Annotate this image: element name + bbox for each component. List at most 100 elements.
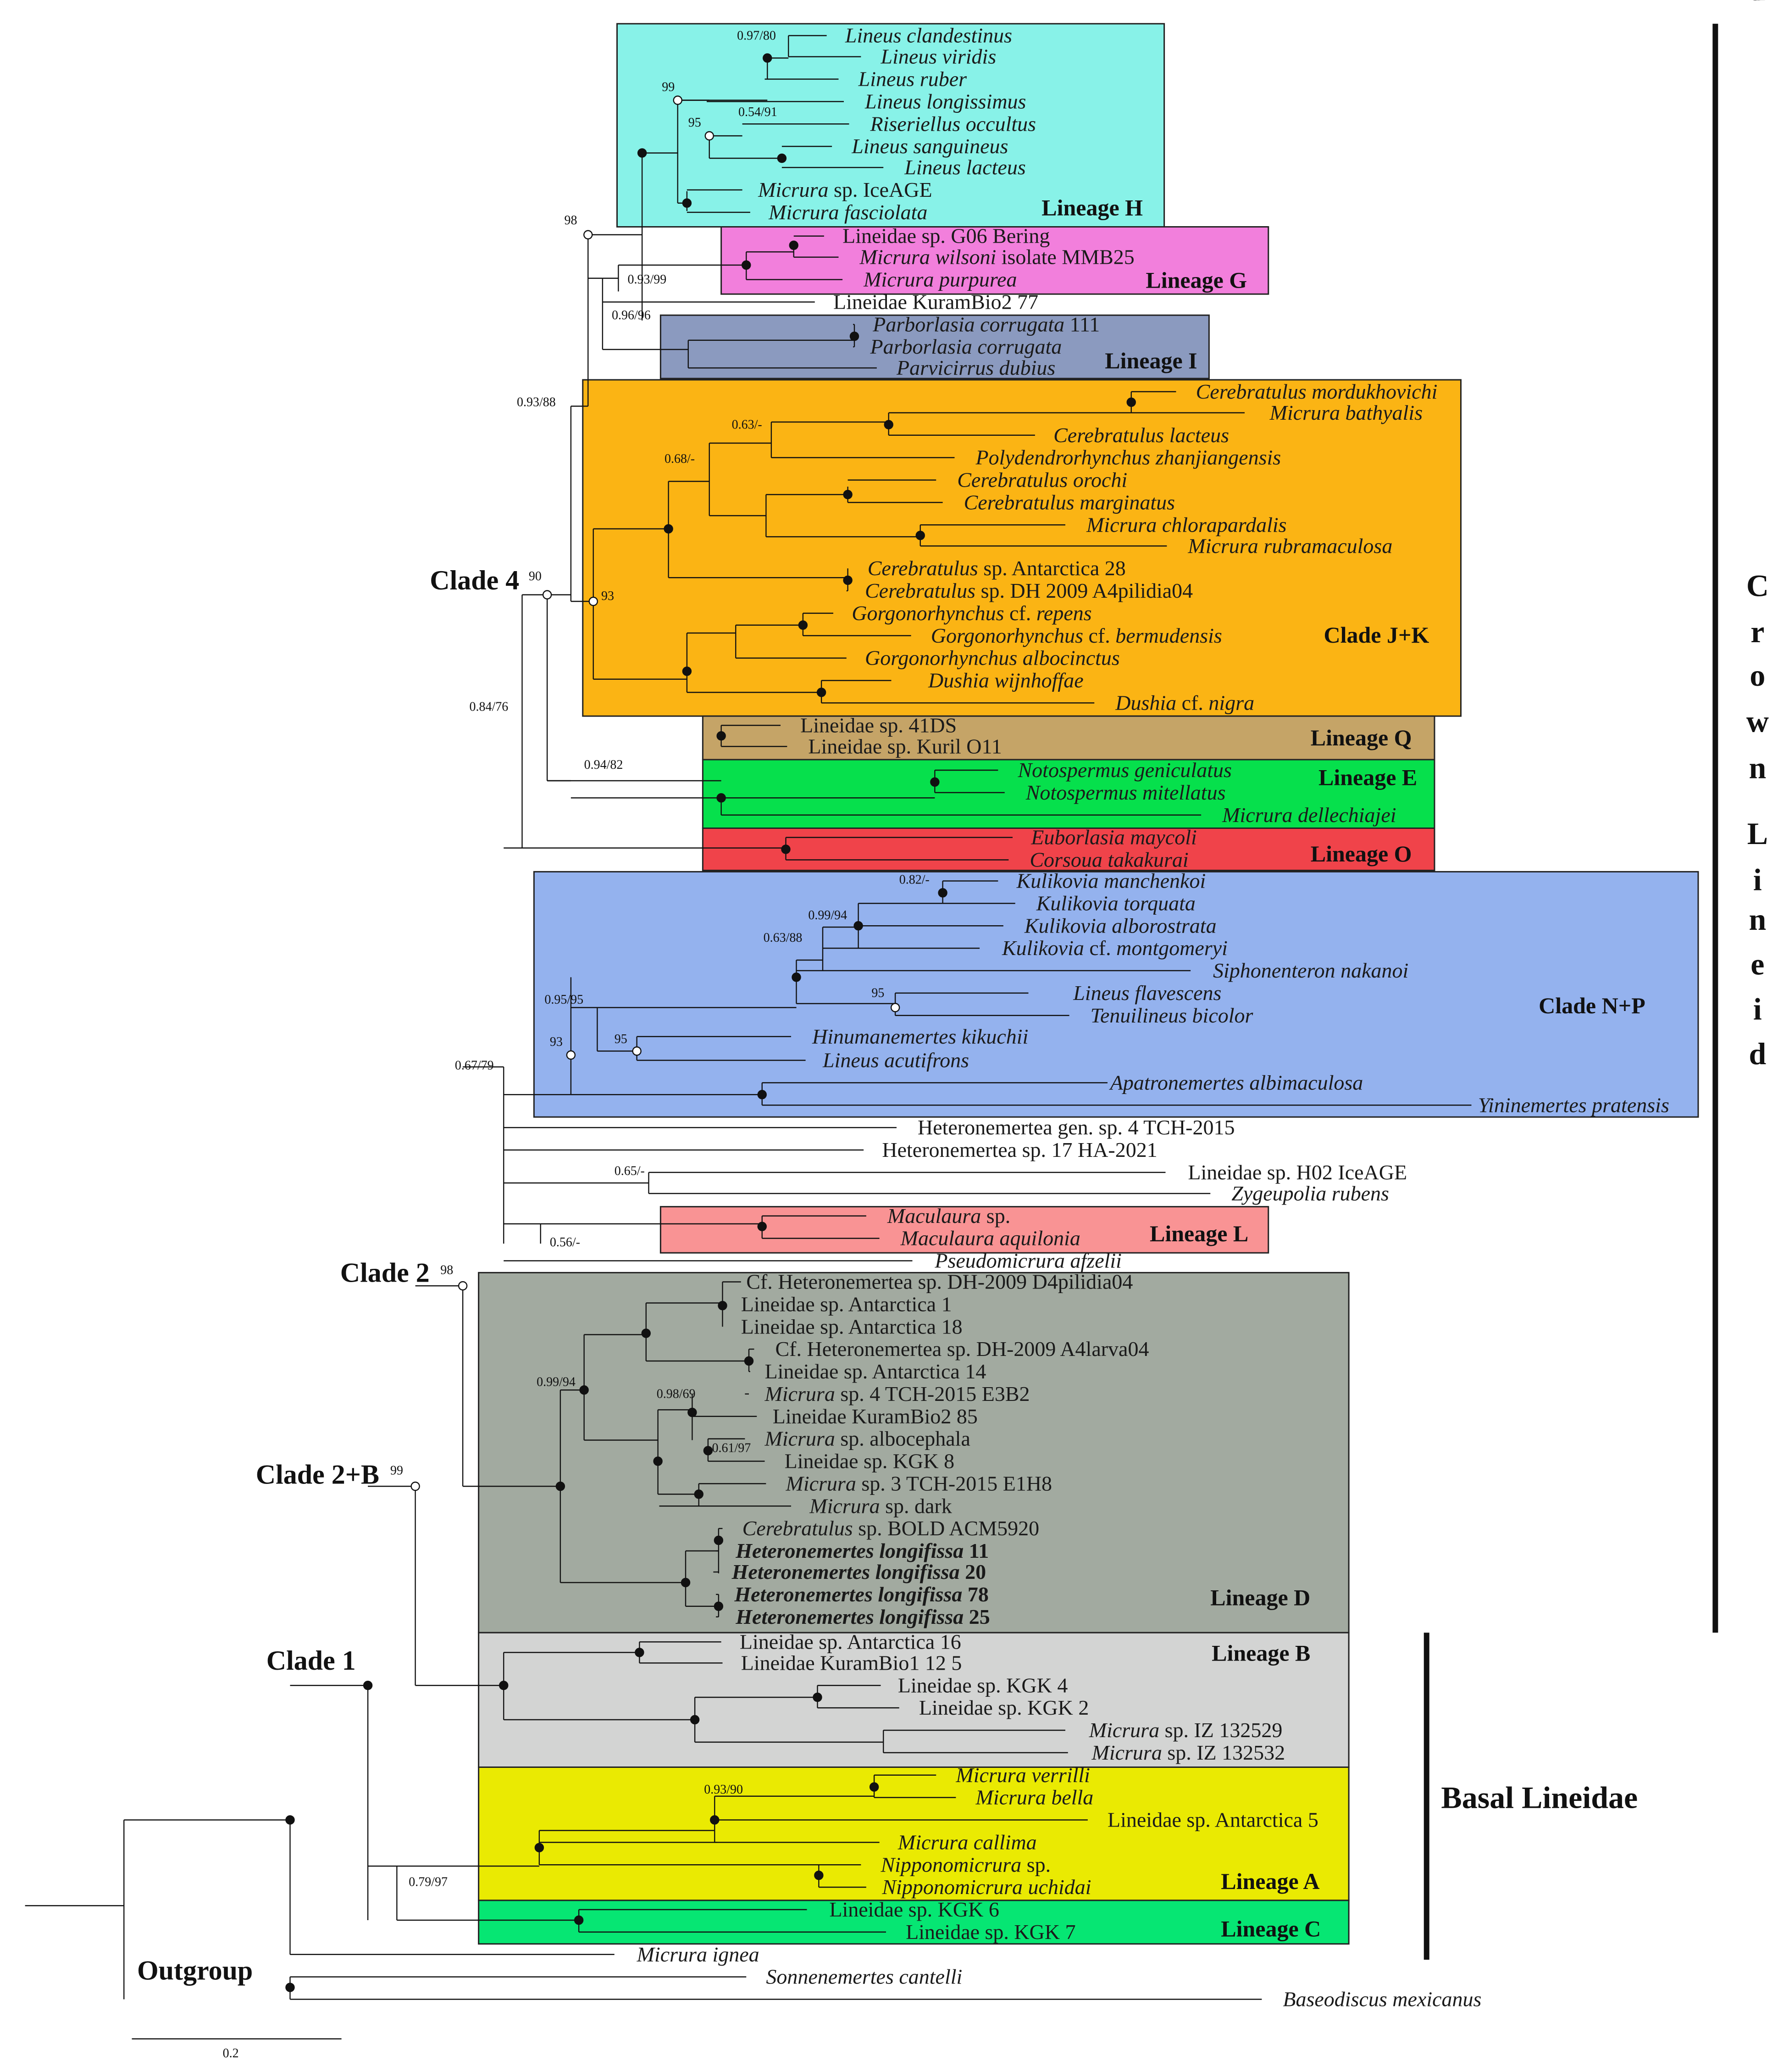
taxon-label: Lineus lacteus [904, 156, 1025, 179]
taxon-label: Gorgonorhynchus albocinctus [865, 646, 1120, 670]
support-value: 0.97/80 [737, 28, 776, 43]
support-value: 99 [390, 1463, 403, 1478]
node-marker [682, 198, 692, 208]
taxon-label: Heteronemertes longifissa 20 [731, 1560, 986, 1583]
support-value: 0.63/- [732, 417, 762, 432]
node-marker [641, 1328, 651, 1338]
node-marker [579, 1385, 589, 1395]
crown-lineidae-letter: d [1749, 1036, 1766, 1071]
group-box-lineage-e [702, 759, 1435, 829]
node-marker [798, 620, 808, 630]
taxon-label: Baseodiscus mexicanus [1283, 1988, 1481, 2011]
node-marker [757, 1222, 767, 1231]
node-marker [714, 1601, 724, 1611]
group-label: Clade N+P [1539, 993, 1645, 1018]
crown-lineidae-letter: e [1750, 947, 1764, 982]
taxon-label: Lineidae sp. Antarctica 18 [741, 1315, 963, 1338]
taxon-label: Riseriellus occultus [870, 112, 1036, 135]
group-label: Lineage D [1210, 1585, 1310, 1611]
crown-lineidae-letter: e [1750, 0, 1764, 7]
node-marker [816, 688, 826, 697]
taxon-label: Lineidae sp. KGK 6 [829, 1898, 999, 1921]
support-value: 0.65/- [615, 1164, 645, 1178]
node-marker [1126, 397, 1136, 407]
taxon-label: Polydendrorhynchus zhanjiangensis [975, 446, 1281, 469]
support-value: 0.67/79 [455, 1059, 494, 1073]
group-label: Clade J+K [1324, 622, 1429, 648]
support-value: 95 [871, 986, 884, 1000]
node-marker [499, 1681, 509, 1690]
node-marker [285, 1815, 295, 1825]
support-value: 0.98/69 [657, 1387, 696, 1401]
node-marker [884, 420, 893, 429]
taxon-label: Micrura chlorapardalis [1086, 513, 1287, 536]
node-marker [673, 95, 682, 105]
support-value: 98 [440, 1263, 453, 1277]
group-box-lineage-b [478, 1632, 1350, 1768]
node-marker [710, 1815, 720, 1825]
support-value: 0.68/- [665, 452, 695, 466]
taxon-label: Pseudomicrura afzelii [934, 1249, 1122, 1272]
taxon-label: Heteronemertea gen. sp. 4 TCH-2015 [918, 1116, 1235, 1139]
taxon-label: Parborlasia corrugata [870, 335, 1062, 358]
group-label: Lineage I [1105, 348, 1197, 373]
clade-label: Clade 1 [266, 1645, 356, 1676]
taxon-label: Lineidae sp. KGK 8 [785, 1450, 954, 1473]
taxon-label: Tenuilineus bicolor [1091, 1004, 1254, 1027]
node-marker [853, 921, 863, 931]
support-value: 95 [615, 1032, 627, 1046]
node-marker [843, 489, 853, 500]
taxon-label: Cerebratulus sp. DH 2009 A4pilidia04 [865, 579, 1193, 602]
group-label: Lineage E [1318, 764, 1417, 790]
taxon-label: Lineidae KuramBio2 77 [833, 290, 1038, 313]
node-marker [682, 667, 692, 676]
support-value: 0.84/76 [470, 700, 509, 714]
node-marker [742, 260, 751, 270]
node-marker [781, 844, 791, 854]
support-value: 90 [529, 569, 542, 583]
support-value: 99 [662, 80, 675, 94]
node-marker [744, 1356, 754, 1366]
support-value: 0.95/95 [544, 993, 583, 1007]
support-value: 0.79/97 [409, 1875, 448, 1889]
group-label: Lineage C [1221, 1916, 1321, 1941]
taxon-label: Lineidae sp. Antarctica 14 [765, 1360, 986, 1383]
crown-lineidae-letter: w [1746, 704, 1769, 739]
taxon-label: Hinumanemertes kikuchii [812, 1025, 1028, 1048]
node-marker [843, 575, 853, 585]
node-marker [789, 240, 798, 250]
taxon-label: Gorgonorhynchus cf. repens [852, 601, 1091, 625]
taxon-label: Gorgonorhynchus cf. bermudensis [931, 624, 1222, 647]
node-marker [566, 1050, 576, 1060]
group-box-clade-n-p [533, 871, 1699, 1118]
taxon-label: Heteronemertes longifissa 25 [735, 1605, 990, 1628]
node-marker [635, 1648, 644, 1657]
node-marker [583, 230, 593, 239]
crown-lineidae-letter: n [1749, 750, 1766, 785]
support-value: 0.56/- [550, 1235, 580, 1250]
support-value: 93 [550, 1035, 563, 1049]
node-marker [777, 153, 787, 163]
group-label: Lineage B [1212, 1640, 1310, 1666]
node-marker [763, 53, 772, 63]
group-box-lineage-d [478, 1272, 1350, 1633]
taxon-label: Apatronemertes albimaculosa [1109, 1071, 1363, 1094]
taxon-label: Heteronemertea sp. 17 HA-2021 [882, 1138, 1157, 1161]
node-marker [588, 596, 598, 606]
node-marker [714, 1535, 724, 1545]
taxon-label: Micrura purpurea [863, 268, 1017, 291]
node-marker [718, 1301, 727, 1311]
taxon-label: Micrura verrilli [955, 1763, 1090, 1787]
taxon-label: Cf. Heteronemertea sp. DH-2009 A4larva04 [775, 1337, 1149, 1361]
support-value: 0.63/88 [764, 931, 803, 945]
taxon-label: Lineidae sp. Antarctica 1 [741, 1292, 952, 1316]
node-marker [534, 1843, 544, 1853]
node-marker [938, 888, 947, 898]
taxon-label: Micrura rubramaculosa [1187, 534, 1392, 557]
taxon-label: Zygeupolia rubens [1231, 1182, 1389, 1205]
support-value: 98 [565, 213, 577, 228]
group-label: Lineage H [1041, 194, 1143, 220]
node-marker [792, 972, 801, 982]
